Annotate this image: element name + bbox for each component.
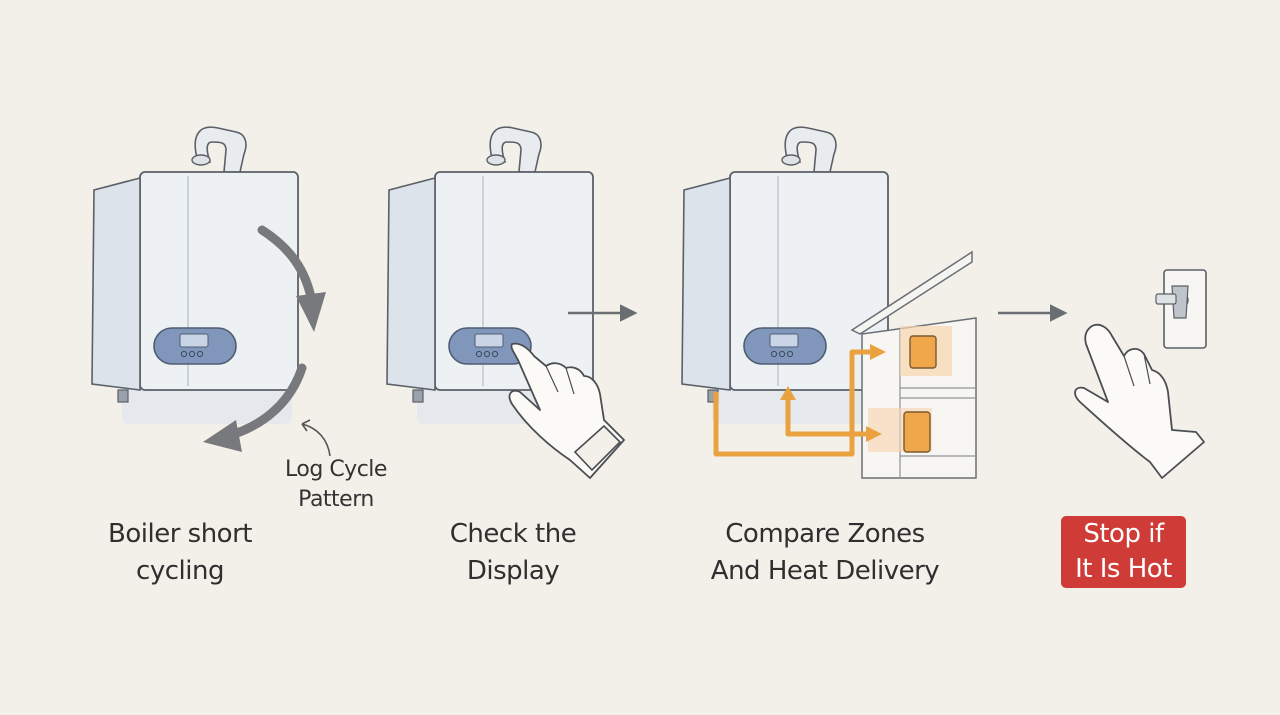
boiler-icon bbox=[91, 126, 299, 425]
hand-press-icon bbox=[508, 342, 625, 479]
shutoff-valve-icon bbox=[1155, 269, 1207, 349]
radiator-icon bbox=[903, 335, 937, 453]
step-2-caption: Check the Display bbox=[449, 519, 577, 586]
stop-warning-badge: Stop if It Is Hot bbox=[1061, 516, 1186, 588]
boiler-icon bbox=[681, 126, 889, 425]
step-3-caption: Compare Zones And Heat Delivery bbox=[710, 519, 940, 586]
cycle-arrow-return-icon bbox=[223, 363, 307, 441]
cycle-arrow-icon bbox=[257, 225, 317, 307]
heat-pipe-icon bbox=[713, 349, 874, 457]
cycle-arrow-return-head-icon bbox=[203, 420, 242, 452]
hand-feel-icon bbox=[1074, 323, 1205, 479]
step-1-caption: Boiler short cycling bbox=[108, 519, 252, 586]
log-cycle-note: Log Cycle Pattern bbox=[285, 457, 387, 512]
note-pointer-icon bbox=[301, 423, 331, 457]
cycle-arrow-head-icon bbox=[296, 292, 326, 332]
